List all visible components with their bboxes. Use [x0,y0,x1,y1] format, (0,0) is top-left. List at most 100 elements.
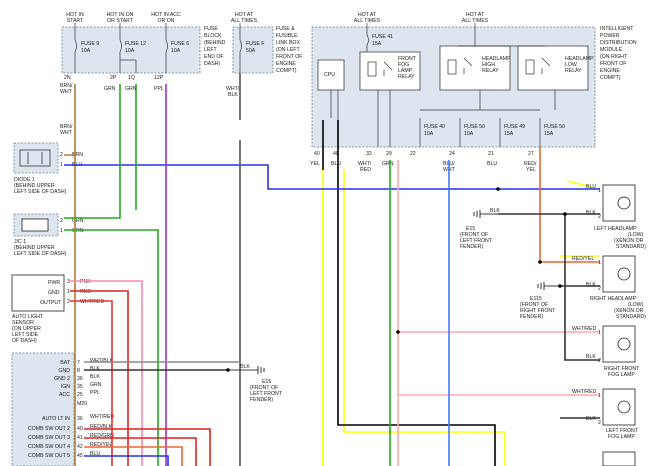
combo-term-gnd2: GND 2 [54,376,70,382]
ipdm-desc-5: (ON RIGHT [600,54,628,60]
label-brn-wht-top-2: WHT [60,89,73,95]
label-hot-in-start-2: START [67,18,84,24]
wire-combo-red-grn [84,437,197,466]
e15-a-1: E15 [466,226,475,232]
label-wht-blk: WHT/ [226,86,240,92]
fuse-block-desc-4: LEFT [204,47,218,53]
combo-term-acc: ACC [59,392,70,398]
auto-light-box [11,274,65,312]
combo-box [11,352,75,466]
lh-head-color-2: BLK [586,210,596,216]
combo-term-ign: IGN [61,384,70,390]
combo-term-out2: COMB SW OUT 2 [28,426,70,432]
lh-fog-desc-1: LEFT FRONT [606,428,639,434]
wire-blk-ground-2 [564,214,600,361]
combo-pin-7: 7 [77,360,80,366]
auto-light-color-red: RED [80,289,91,295]
combo-pin-m20: M20 [77,401,87,407]
fuse49-label: FUSE 49 [504,124,525,130]
fuse50b-label: FUSE 50 [544,124,565,130]
junction-dot-1 [496,187,500,191]
combo-color-ppl: PPL [90,390,100,396]
combo-pin-41: 41 [77,435,83,441]
wire-wht-red-fog [397,160,600,466]
e15-a-blk: BLK [490,208,500,214]
diode-box [13,142,59,174]
combo-color-red-yel: RED/YEL [90,442,112,448]
label-hot-at-all-a-2: ALL TIMES [231,18,258,24]
fuse-block-desc-3: (BEHIND [204,40,226,46]
label-grn-2: GRN [125,86,137,92]
rh-fog-pin-2: 2 [598,358,601,364]
diode-pin-2: 2 [60,152,63,158]
low-relay-2: LOW [565,62,577,68]
right-headlamp: RED/YEL BLK 1 2 RIGHT HEADLAMP (LOW) (XE… [572,255,646,320]
wires [64,73,600,466]
combo-color-blu: BLU [90,451,100,457]
fuse-block-desc-2: BLOCK [204,33,222,39]
wire-grn-3 [64,229,159,466]
rh-head-pin-2: 2 [598,286,601,292]
diode-1: 2 1 BRN BLU DIODE 1 (BEHIND UPPER LEFT S… [13,142,83,195]
low-relay-3: RELAY [565,68,582,74]
fusible-link-box: FUSE F 50A FUSE & FUSIBLE LINK BOX (ON L… [232,23,302,74]
label-hot-in-acc-1: HOT IN ACC [151,12,181,18]
lamp-bulb-icon [617,400,631,414]
jc-desc-3: LEFT SIDE OF DASH) [14,251,67,257]
jc-1: 2 1 GRN GRN J/C 1 (BEHIND UPPER LEFT SID… [13,213,84,257]
auto-light-pin-1: 1 [67,289,70,295]
rh-fog-color-2: BLK [586,354,596,360]
lh-fog-color-2: BLK [586,416,596,422]
fog-relay-4: RELAY [398,74,415,80]
e15-b-2: (FRONT OF [250,385,278,391]
wire-yellow-highlight-2 [343,170,506,466]
fuse12-label: FUSE 12 [125,41,146,47]
fuse-block-desc-1: FUSE [204,26,218,32]
ipdm-wire-grn: GRN [382,161,394,167]
combo-pin-8: 8 [77,368,80,374]
auto-light-term-gnd: GND [48,290,60,296]
rh-head-desc-4: STANDARD) [616,314,646,320]
auto-light-desc-4: LEFT SIDE [12,332,39,338]
jc-connector [21,218,49,232]
rh-head-desc-3: (XENON OR [614,308,644,314]
lh-fog-color-1: WHT/RED [572,389,596,395]
ipdm-pin-40: 40 [314,151,320,157]
fusible-desc-1: FUSE & [276,26,295,32]
combo-color-blk-2: BLK [90,374,100,380]
rh-head-desc-1: RIGHT HEADLAMP [590,296,637,302]
ipdm-wire-blu-2: BLU [487,161,497,167]
combo-color-grn: GRN [90,382,102,388]
auto-light-color-pnk: PNK [80,279,91,285]
rh-head-pin-1: 1 [598,260,601,266]
ipdm-desc-8: COMPT) [600,75,621,81]
fuse12-amps: 10A [125,48,135,54]
lh-head-desc-4: STANDARD) [616,244,646,250]
ipdm-desc-6: FRONT OF [600,61,626,67]
junctions [226,187,567,372]
ipdm-module: INTELLIGENT POWER DISTRIBUTION MODULE (O… [310,23,637,173]
jc-pin-2: 2 [60,218,63,224]
fusef-label: FUSE F [246,41,264,47]
label-hot-at-all-a-1: HOT AT [235,12,254,18]
ipdm-wire-wht-red: WHT/ [358,161,372,167]
ipdm-wire-blu: BLU [331,161,341,167]
diode-desc-2: (BEHIND UPPER [14,183,55,189]
combo-color-blk: BLK [90,366,100,372]
fuse-block-desc-6: DASH) [204,61,220,67]
combo-term-out3: COMB SW OUT 3 [28,435,70,441]
ground-symbol-e15 [473,210,498,218]
jc-desc-1: J/C 1 [14,239,26,245]
fuse9-label: FUSE 9 [81,41,99,47]
wire-blu-main [64,164,600,190]
high-relay-box [439,45,511,91]
fuse41-amps: 15A [372,41,382,47]
combo-pin-45: 45 [77,453,83,459]
rh-head-color-2: BLK [586,282,596,288]
e15-a-3: LEFT FRONT [460,238,493,244]
combo-pin-42: 42 [77,444,83,450]
label-brn-wht-mid: BRN/ [60,124,73,130]
ground-e115: E115 (FRONT OF RIGHT FRONT FENDER) [520,282,560,320]
lh-head-desc-3: (XENON OR [614,238,644,244]
